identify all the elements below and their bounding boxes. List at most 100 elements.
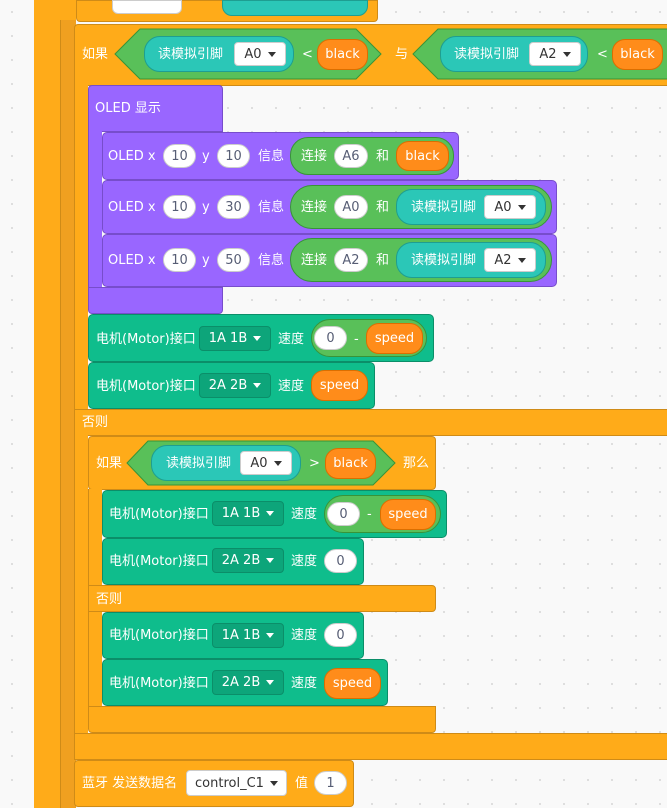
motor-5-speed: 速度 [291, 628, 318, 643]
chevron-down-icon [266, 511, 275, 516]
else-1-label: 否则 [82, 415, 109, 430]
motor-3-speed: 速度 [291, 507, 318, 522]
oled-display-label: OLED 显示 [95, 101, 161, 116]
oled-row-3-pin[interactable]: A2 [484, 248, 536, 272]
motor-2-label: 电机(Motor)接口 [96, 379, 196, 394]
motor-4-port[interactable]: 2A 2B [212, 548, 284, 573]
var-black-3[interactable]: black [325, 448, 376, 479]
top-partial-input[interactable] [112, 0, 182, 14]
if-1-bottom [74, 733, 667, 760]
pin-dropdown-1[interactable]: A0 [234, 42, 286, 66]
oled-row-2-read-label: 读模拟引脚 [411, 200, 477, 215]
oled-row-1-a[interactable]: A6 [334, 144, 368, 168]
pin-dropdown-2[interactable]: A2 [529, 42, 581, 66]
motor-6-port-value: 2A 2B [221, 675, 261, 690]
oled-row-3-and: 和 [376, 253, 390, 268]
motor-3-label: 电机(Motor)接口 [109, 507, 209, 522]
pin-dropdown-1-value: A0 [244, 46, 262, 62]
motor-3-port[interactable]: 1A 1B [212, 501, 284, 526]
oled-row-3-concat-label: 连接 [301, 253, 328, 268]
oled-row-3-y[interactable]: 50 [217, 248, 250, 272]
motor-3-zero[interactable]: 0 [327, 502, 360, 526]
motor-6-port[interactable]: 2A 2B [212, 670, 284, 695]
oled-row-3-a[interactable]: A2 [334, 248, 368, 272]
less-than-2: < [597, 47, 608, 62]
chevron-down-icon [253, 383, 262, 388]
else-block-1 [74, 409, 667, 436]
motor-5-port-value: 1A 1B [221, 628, 261, 643]
outer-loop-arm-edge [60, 20, 76, 808]
oled-row-3-x[interactable]: 10 [163, 248, 196, 272]
oled-row-1-x[interactable]: 10 [163, 144, 196, 168]
oled-row-3-y-label: y [202, 253, 210, 268]
oled-display-block[interactable] [88, 85, 223, 132]
oled-row-1-y-label: y [202, 149, 210, 164]
chevron-down-icon [253, 336, 262, 341]
read-analog-1-label: 读模拟引脚 [158, 47, 224, 62]
oled-row-2-concat-label: 连接 [301, 200, 328, 215]
oled-row-2-y[interactable]: 30 [217, 195, 250, 219]
oled-row-2-label: OLED x [108, 200, 156, 215]
oled-row-3-read-label: 读模拟引脚 [411, 253, 477, 268]
chevron-down-icon [266, 680, 275, 685]
bluetooth-name-dropdown[interactable]: control_C1 [186, 770, 287, 796]
motor-1-port[interactable]: 1A 1B [199, 326, 271, 351]
oled-row-2-y-label: y [202, 200, 210, 215]
motor-6-var[interactable]: speed [324, 668, 381, 699]
oled-row-2-info: 信息 [258, 200, 285, 215]
pin-dropdown-3[interactable]: A0 [240, 451, 292, 475]
motor-4-speed: 速度 [291, 554, 318, 569]
oled-row-2-a[interactable]: A0 [334, 195, 368, 219]
bluetooth-name-value: control_C1 [195, 775, 264, 791]
motor-5-port[interactable]: 1A 1B [212, 623, 284, 648]
if-2-label: 如果 [96, 456, 123, 471]
if-label: 如果 [82, 47, 109, 62]
motor-5-zero[interactable]: 0 [324, 623, 357, 647]
var-black-1[interactable]: black [317, 39, 368, 70]
oled-display-arm [88, 131, 102, 291]
and-label: 与 [395, 47, 409, 62]
chevron-down-icon [517, 257, 526, 263]
bluetooth-value-label: 值 [295, 776, 309, 791]
else-2-label: 否则 [96, 592, 123, 607]
oled-row-1-and: 和 [376, 149, 390, 164]
read-analog-2-label: 读模拟引脚 [454, 47, 520, 62]
var-black-2[interactable]: black [612, 39, 663, 70]
oled-row-3-info: 信息 [258, 253, 285, 268]
motor-1-var[interactable]: speed [366, 323, 423, 354]
read-analog-3-label: 读模拟引脚 [166, 456, 232, 471]
motor-2-var[interactable]: speed [311, 370, 368, 401]
oled-row-2-pin-value: A0 [494, 199, 512, 215]
motor-3-port-value: 1A 1B [221, 506, 261, 521]
bluetooth-label: 蓝牙 发送数据名 [82, 776, 178, 791]
motor-1-speed: 速度 [278, 332, 305, 347]
oled-row-2-x[interactable]: 10 [163, 195, 196, 219]
oled-row-1-info: 信息 [258, 149, 285, 164]
if-block-1-arm [74, 85, 88, 410]
less-than-1: < [302, 47, 313, 62]
oled-row-1-label: OLED x [108, 149, 156, 164]
top-partial-read[interactable] [222, 0, 368, 16]
motor-4-zero[interactable]: 0 [324, 549, 357, 573]
oled-row-2-pin[interactable]: A0 [484, 195, 536, 219]
motor-1-port-value: 1A 1B [208, 331, 248, 346]
oled-row-1-y[interactable]: 10 [217, 144, 250, 168]
pin-dropdown-3-value: A0 [250, 455, 268, 471]
motor-3-minus: - [367, 507, 372, 522]
oled-row-3-pin-value: A2 [494, 252, 512, 268]
motor-2-speed: 速度 [278, 379, 305, 394]
greater-than: > [309, 456, 320, 471]
motor-3-var[interactable]: speed [380, 499, 436, 530]
motor-1-zero[interactable]: 0 [314, 326, 347, 350]
oled-row-1-var[interactable]: black [396, 141, 449, 171]
motor-6-label: 电机(Motor)接口 [109, 676, 209, 691]
motor-4-port-value: 2A 2B [221, 553, 261, 568]
motor-5-label: 电机(Motor)接口 [109, 628, 209, 643]
oled-row-2-and: 和 [376, 200, 390, 215]
oled-row-1-concat-label: 连接 [301, 149, 328, 164]
else-block-2 [88, 585, 436, 612]
bluetooth-value[interactable]: 1 [314, 771, 347, 795]
motor-2-port[interactable]: 2A 2B [199, 373, 271, 398]
chevron-down-icon [517, 204, 526, 210]
chevron-down-icon [269, 780, 278, 786]
